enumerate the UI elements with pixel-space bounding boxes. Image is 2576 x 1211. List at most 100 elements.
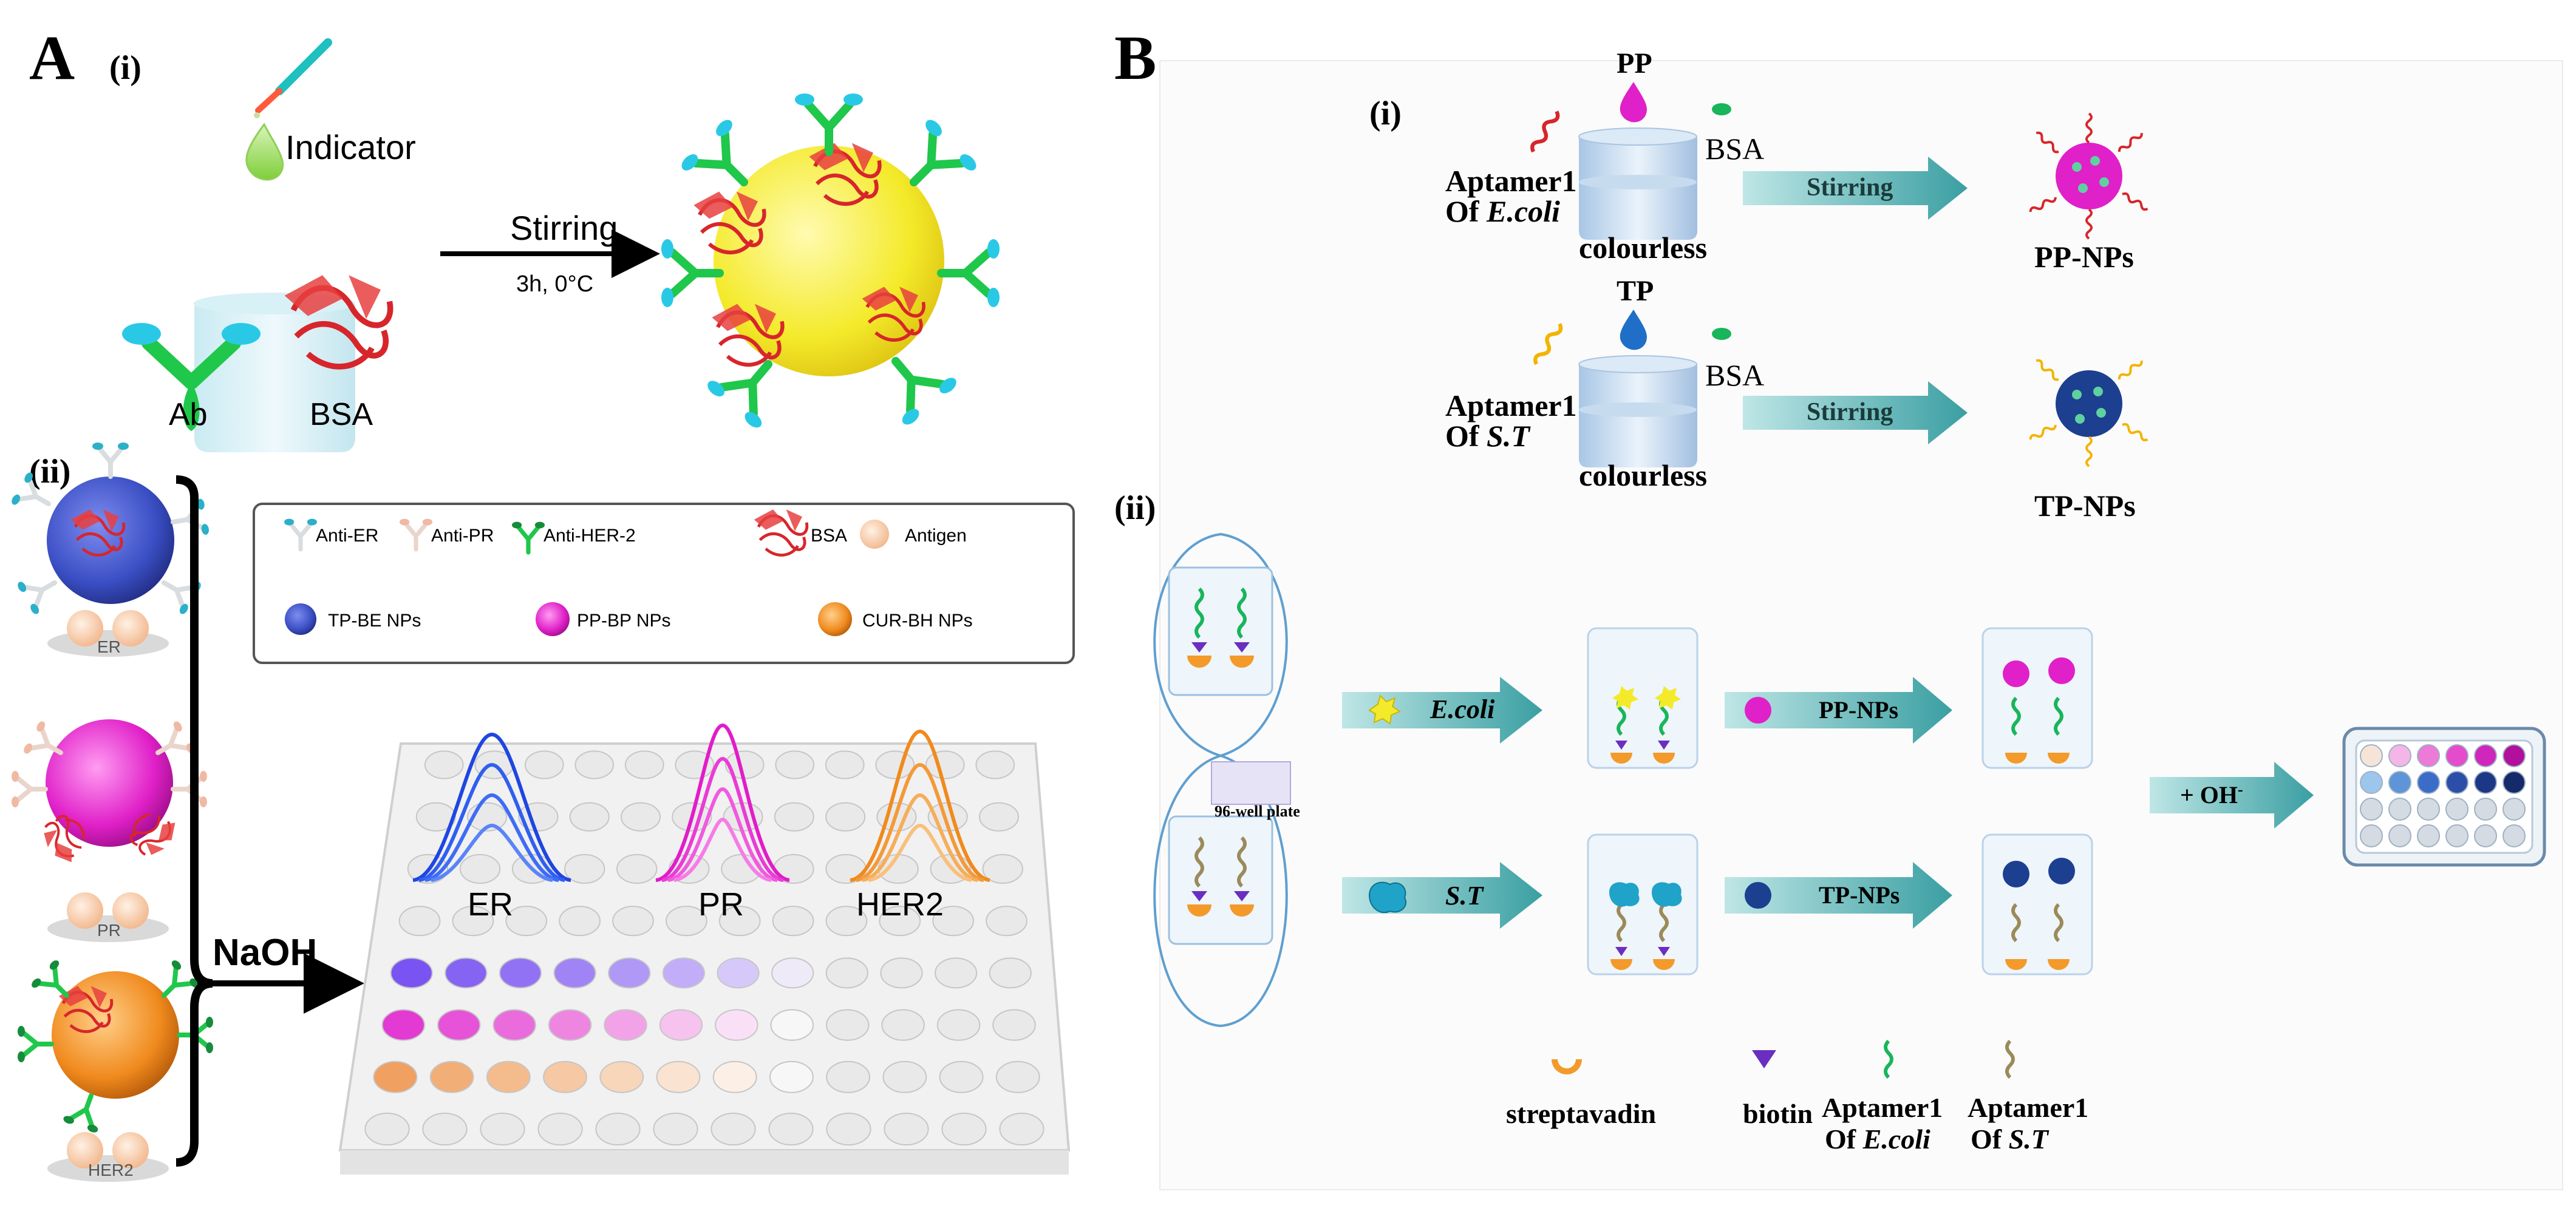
colourless-label-2: colourless xyxy=(1579,458,1707,492)
peak-er: ER xyxy=(412,732,571,923)
panel-a-ii-label: (ii) xyxy=(29,453,70,490)
well xyxy=(978,802,1020,832)
st-icon xyxy=(1368,881,1406,914)
well xyxy=(771,957,814,989)
stirring-label-b2: Stirring xyxy=(1807,398,1893,426)
key-aptamer-st-label-1: Aptamer1 xyxy=(1968,1092,2088,1123)
well xyxy=(390,957,433,989)
well xyxy=(710,1113,756,1145)
key-biotin-label: biotin xyxy=(1743,1098,1813,1129)
naoh-label: NaOH xyxy=(213,932,317,974)
legend-box: Anti-ER Anti-PR Anti-HER-2 BSA Antigen T… xyxy=(253,503,1075,664)
legend-anti-pr: Anti-PR xyxy=(431,526,494,546)
beaker-b2 xyxy=(1578,355,1697,467)
st-label: S.T xyxy=(1445,881,1484,911)
beaker-mid-top xyxy=(1587,627,1699,769)
well xyxy=(445,957,488,989)
beaker-right-top xyxy=(1981,627,2093,769)
key-aptamer-ecoli: Aptamer1 Of E.coli xyxy=(1822,1039,1943,1155)
well xyxy=(543,1060,587,1093)
well xyxy=(398,906,441,937)
result-well xyxy=(2417,771,2440,794)
well xyxy=(424,750,464,779)
peak-her2: HER2 xyxy=(850,729,990,923)
well xyxy=(770,1009,814,1041)
pr-antigen-plate: PR xyxy=(47,892,169,942)
well-plate-a xyxy=(338,742,1071,1175)
well xyxy=(662,957,705,989)
well xyxy=(505,906,548,937)
well xyxy=(995,1060,1040,1093)
result-well xyxy=(2503,824,2526,847)
tp-drop-icon xyxy=(1620,310,1647,350)
result-well xyxy=(2474,744,2497,767)
well xyxy=(604,1009,647,1041)
her2-plate-label: HER2 xyxy=(88,1161,134,1179)
well xyxy=(459,853,501,884)
legend-tp: TP-BE NPs xyxy=(328,611,421,631)
pp-nps-flow-label: PP-NPs xyxy=(1819,696,1898,724)
well xyxy=(665,906,707,937)
pp-np-icon xyxy=(1745,697,1771,724)
well xyxy=(825,750,865,779)
well xyxy=(772,906,814,937)
legend-pp: PP-BP NPs xyxy=(577,611,671,631)
aptamer1-label-r2: Aptamer1 xyxy=(1445,388,1577,422)
panel-b-frame xyxy=(1159,60,2563,1190)
bsa-label-a: BSA xyxy=(310,397,373,432)
panel-a: A (i) Indicator Ab BSA xyxy=(10,23,1075,1182)
well xyxy=(825,906,868,937)
pp-nps-arrow xyxy=(1725,677,1952,744)
well xyxy=(986,906,1027,937)
well xyxy=(415,802,456,832)
well xyxy=(718,906,761,937)
well xyxy=(480,1113,525,1145)
antibody-icon xyxy=(122,323,261,431)
key-aptamer-st: Aptamer1 Of S.T xyxy=(1968,1039,2088,1155)
well xyxy=(381,1009,426,1041)
pipette-icon xyxy=(254,38,332,118)
result-well xyxy=(2474,771,2497,794)
tp-be-nanoparticle xyxy=(10,443,210,616)
key-aptamer-st-label-2: Of S.T xyxy=(1971,1124,2050,1155)
well xyxy=(437,1009,481,1041)
key-streptavidin: streptavadin xyxy=(1506,1059,1656,1129)
well xyxy=(879,906,921,937)
pr-plate-label: PR xyxy=(97,921,121,940)
tp-label: TP xyxy=(1617,275,1654,307)
stirring-condition: 3h, 0°C xyxy=(516,271,593,297)
aptamer-of-r2: Of S.T xyxy=(1445,419,1531,453)
well xyxy=(486,1060,531,1093)
peak-pr-label: PR xyxy=(698,886,744,923)
result-well xyxy=(2417,798,2440,821)
plate-label: 96-well plate xyxy=(1215,802,1300,820)
bsa-dot-1 xyxy=(1712,103,1731,115)
aptamer-probes-top xyxy=(1187,587,1254,668)
well xyxy=(712,1060,757,1093)
well xyxy=(825,957,868,989)
beaker-right-bottom xyxy=(1981,833,2093,975)
pp-bp-nanoparticle xyxy=(12,719,207,869)
aptamer-of-r1: Of E.coli xyxy=(1445,194,1560,228)
result-well xyxy=(2503,798,2526,821)
well xyxy=(616,853,658,884)
result-well xyxy=(2503,771,2526,794)
well xyxy=(715,1009,758,1041)
yellow-nanoparticle xyxy=(661,93,1000,431)
cur-bh-nanoparticle xyxy=(18,958,213,1134)
result-well xyxy=(2360,771,2383,794)
beaker-mid-bottom xyxy=(1587,833,1699,975)
well xyxy=(499,957,542,989)
well xyxy=(653,1113,698,1145)
well xyxy=(574,750,615,779)
panel-b: B (i) PP BSA Aptamer1 Of E.coli colourle… xyxy=(1114,23,2563,1190)
key-aptamer-ecoli-label-2: Of E.coli xyxy=(1825,1124,1930,1155)
ecoli-arrow xyxy=(1342,677,1542,744)
well xyxy=(925,750,965,779)
stirring-label-a: Stirring xyxy=(510,209,618,247)
bsa-label-b2: BSA xyxy=(1705,358,1764,392)
stirring-label-b1: Stirring xyxy=(1807,174,1893,202)
well xyxy=(875,750,915,779)
tp-nps-flow-label: TP-NPs xyxy=(1819,881,1900,909)
